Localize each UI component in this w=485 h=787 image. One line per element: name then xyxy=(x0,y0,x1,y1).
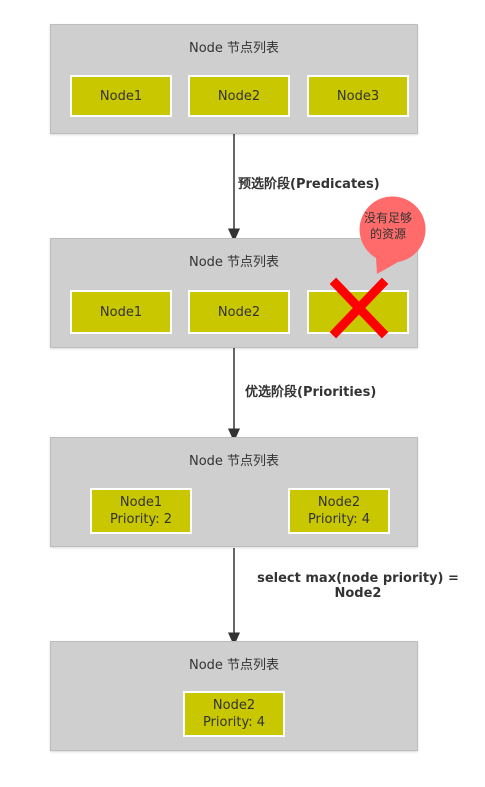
callout-line-2: 的资源 xyxy=(369,227,406,241)
callout-line-1: 没有足够 xyxy=(363,211,412,225)
node-box-node3: Node3 xyxy=(307,75,409,117)
reject-x-icon xyxy=(329,277,389,339)
node-list-panel-1: Node 节点列表 Node1 Node2 Node3 xyxy=(50,24,418,134)
panel-title: Node 节点列表 xyxy=(188,658,280,673)
callout-text: 没有足够 的资源 xyxy=(355,210,421,242)
node-priority: Priority: 4 xyxy=(307,512,371,527)
node-box-node2: Node2 xyxy=(188,290,290,334)
node-label: Node2 xyxy=(217,88,261,104)
node-box-node2: Node2 xyxy=(188,75,290,117)
node-priority: Priority: 4 xyxy=(202,715,266,730)
panel-title: Node 节点列表 xyxy=(188,454,280,469)
node-priority: Priority: 2 xyxy=(109,512,173,527)
node-box-node1: Node1 xyxy=(70,290,172,334)
node-box-node2-priority: Node2 Priority: 4 xyxy=(288,488,390,534)
node-label: Node3 xyxy=(336,88,380,104)
select-line-1: select max(node priority) = xyxy=(257,571,459,586)
node-label: Node2 xyxy=(317,495,361,510)
stage-label-predicates: 预选阶段(Predicates) xyxy=(238,177,380,192)
node-list-panel-2: Node 节点列表 Node1 Node2 xyxy=(50,238,418,348)
callout-bubble xyxy=(359,196,426,274)
node-box-node1: Node1 xyxy=(70,75,172,117)
node-label: Node1 xyxy=(99,88,143,104)
node-list-panel-4: Node 节点列表 Node2 Priority: 4 xyxy=(50,641,418,751)
select-line-2: Node2 xyxy=(334,586,382,601)
node-label: Node2 xyxy=(217,304,261,320)
node-box-selected: Node2 Priority: 4 xyxy=(183,691,285,737)
node-box-node1-priority: Node1 Priority: 2 xyxy=(90,488,192,534)
panel-title: Node 节点列表 xyxy=(188,41,280,56)
panel-title: Node 节点列表 xyxy=(188,255,280,270)
node-list-panel-3: Node 节点列表 Node1 Priority: 2 Node2 Priori… xyxy=(50,437,418,547)
stage-label-select: select max(node priority) = Node2 xyxy=(250,571,466,601)
node-label: Node1 xyxy=(99,304,143,320)
node-label: Node1 xyxy=(119,495,163,510)
node-label: Node2 xyxy=(212,698,256,713)
stage-label-priorities: 优选阶段(Priorities) xyxy=(245,385,377,400)
